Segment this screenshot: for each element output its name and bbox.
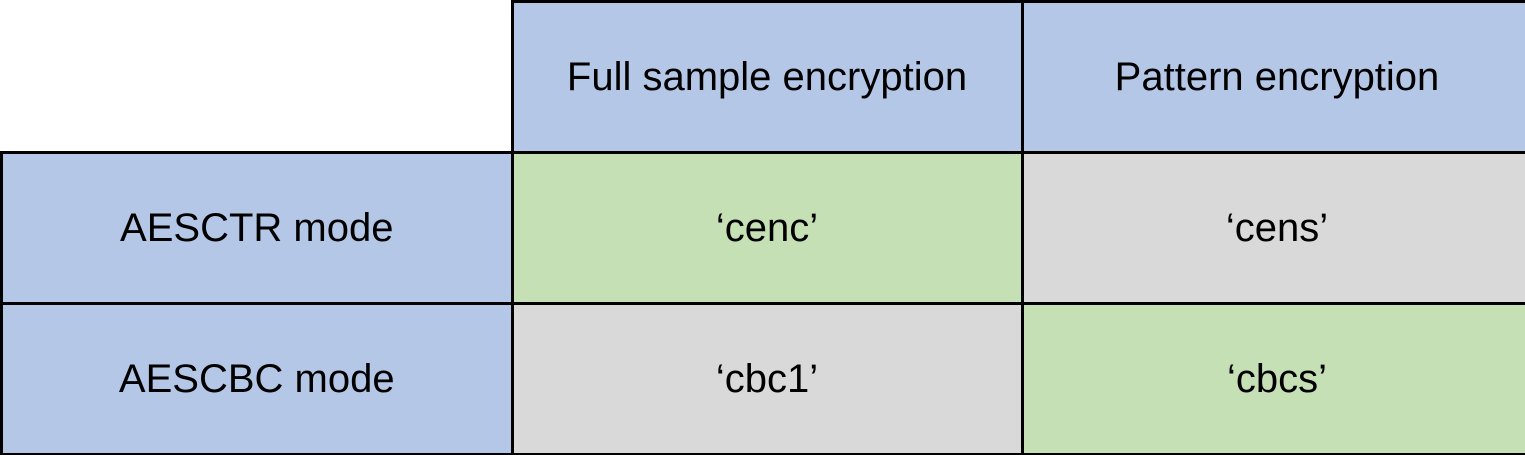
corner-cell [1,1,512,153]
cell-cens: ‘cens’ [1020,151,1525,305]
col-header-pattern-encryption: Pattern encryption [1020,0,1525,154]
cell-cbc1: ‘cbc1’ [510,302,1024,455]
header-row: Full sample encryption Pattern encryptio… [1,0,1525,154]
row-header-aescbc-mode: AESCBC mode [0,302,514,455]
table-row-aesctr: AESCTR mode ‘cenc’ ‘cens’ [0,151,1525,305]
table-row-aescbc: AESCBC mode ‘cbc1’ ‘cbcs’ [0,302,1525,455]
row-header-aesctr-mode: AESCTR mode [0,151,514,305]
cell-cbcs: ‘cbcs’ [1020,302,1525,455]
cell-cenc: ‘cenc’ [510,151,1024,305]
col-header-full-sample-encryption: Full sample encryption [510,0,1024,154]
